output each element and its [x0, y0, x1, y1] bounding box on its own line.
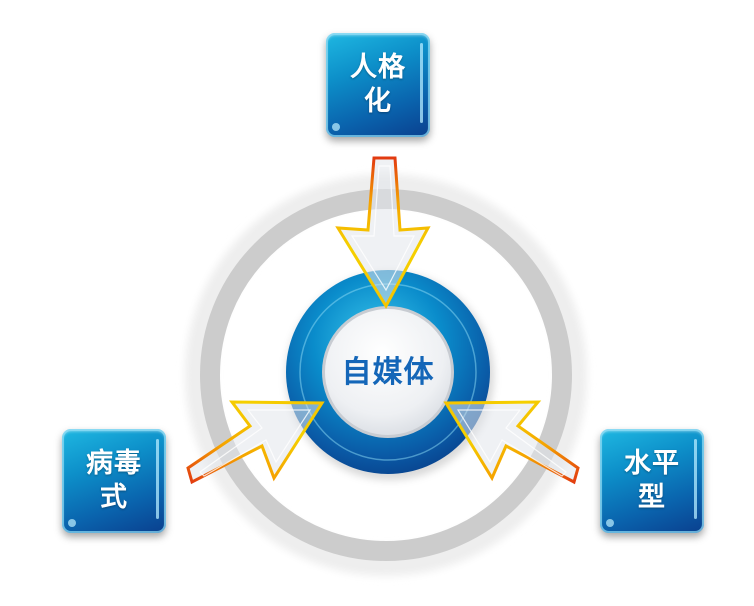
arrow-top-to-center [335, 156, 431, 310]
node-right-box: 水平 型 [600, 429, 704, 533]
node-top-label: 人格 化 [343, 51, 413, 119]
node-top-label-line1: 人格 [350, 52, 406, 83]
node-left-label-line2: 式 [100, 482, 128, 513]
node-left-label-line1: 病毒 [86, 448, 142, 479]
node-right-label-line2: 型 [638, 482, 666, 513]
center-label: 自媒体 [341, 355, 435, 390]
center-blue-ring [286, 270, 494, 480]
arrow-right-to-center [443, 400, 580, 485]
node-top-label-line2: 化 [364, 86, 392, 117]
node-top-box: 人格 化 [326, 33, 430, 137]
node-left-label: 病毒 式 [79, 447, 149, 515]
node-right-label-line1: 水平 [624, 448, 680, 479]
arrow-left-to-center [186, 400, 325, 485]
node-right-label: 水平 型 [617, 447, 687, 515]
node-left-box: 病毒 式 [62, 429, 166, 533]
